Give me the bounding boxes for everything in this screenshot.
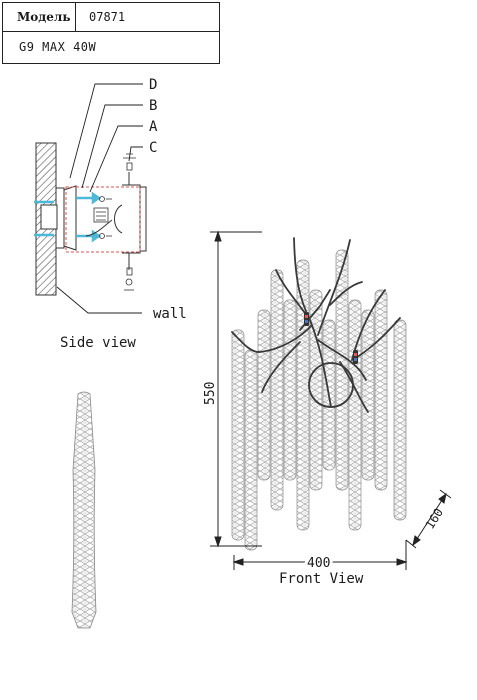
- lamp-spec: G9 MAX 40W: [19, 40, 97, 54]
- spec-table: Модель 07871 G9 MAX 40W: [2, 2, 220, 64]
- spec-row-lamp: G9 MAX 40W: [3, 32, 219, 63]
- strand-crystals: [71, 391, 97, 629]
- side-view: D B A C wall Side view: [34, 77, 187, 351]
- width-dimension: [232, 540, 408, 570]
- height-dim-label: 550: [203, 382, 218, 405]
- mounting-outline: [65, 186, 141, 253]
- callout-d: D: [149, 77, 157, 93]
- width-dim-label: 400: [307, 556, 330, 571]
- model-label: Модель: [3, 3, 76, 31]
- fixing-screws: [34, 191, 102, 243]
- finial-screws: [123, 153, 136, 291]
- callout-b: B: [149, 98, 157, 114]
- spec-row-model: Модель 07871: [3, 3, 219, 32]
- crystal-strands: [231, 249, 407, 551]
- bulb-sockets: [304, 312, 358, 364]
- depth-dimension: [405, 489, 452, 549]
- screw-hardware: [93, 196, 112, 239]
- front-view-caption: Front View: [279, 571, 364, 587]
- leader-lines: [56, 83, 143, 314]
- model-value: 07871: [89, 10, 126, 24]
- callout-a: A: [149, 119, 158, 135]
- side-view-caption: Side view: [60, 335, 136, 351]
- mounting-bracket: [40, 185, 77, 251]
- height-dimension: [210, 230, 262, 548]
- front-view: 550 400 160 Front View: [203, 230, 452, 587]
- wall-label: wall: [153, 306, 187, 322]
- callout-c: C: [149, 140, 157, 156]
- depth-dim-label: 160: [423, 506, 446, 532]
- crystal-strand-detail: [71, 391, 97, 629]
